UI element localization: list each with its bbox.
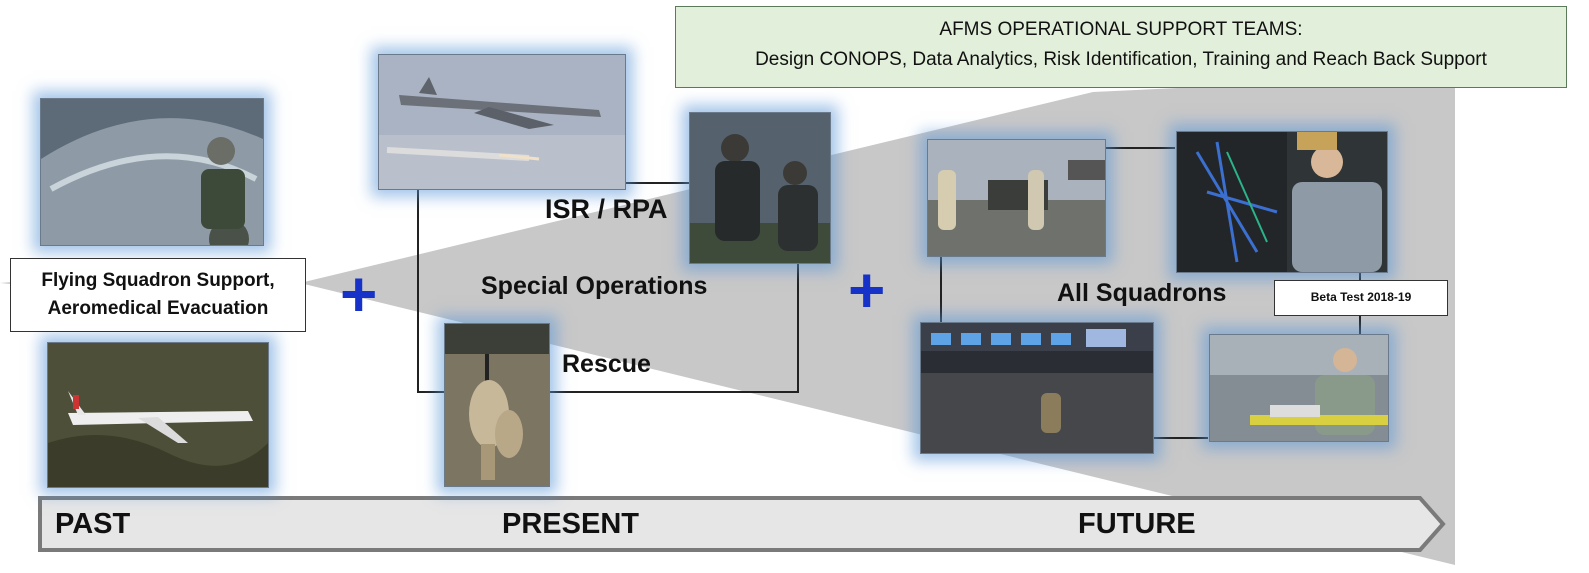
special-operations-label: Special Operations [481, 272, 708, 300]
future-connectors [940, 147, 1361, 439]
plus-sign-2: + [848, 254, 886, 326]
flying-squadron-box: Flying Squadron Support, Aeromedical Eva… [10, 258, 306, 332]
aeromedical-aircraft-photo [47, 342, 269, 488]
rescue-photo [444, 323, 550, 487]
rescue-label: Rescue [562, 350, 651, 378]
expansion-cone [300, 75, 1455, 565]
header-subtitle: Design CONOPS, Data Analytics, Risk Iden… [755, 49, 1487, 70]
timeline-arrow-shape [38, 496, 1446, 552]
timeline-past-label: PAST [55, 508, 131, 540]
operational-support-header: AFMS OPERATIONAL SUPPORT TEAMS: Design C… [675, 6, 1567, 88]
isr-rpa-label: ISR / RPA [545, 194, 668, 224]
all-squadrons-label: All Squadrons [1057, 279, 1227, 307]
network-technician-photo [1176, 131, 1388, 273]
timeline-future-label: FUTURE [1078, 508, 1196, 540]
special-operations-photo [689, 112, 831, 264]
operations-center-photo [920, 322, 1154, 454]
ground-crew-photo [927, 139, 1106, 257]
header-title: AFMS OPERATIONAL SUPPORT TEAMS: [939, 19, 1303, 40]
flying-box-line2: Aeromedical Evacuation [47, 298, 269, 319]
rpa-drone-photo [378, 54, 626, 190]
pilot-cockpit-photo [40, 98, 264, 246]
present-connectors [417, 182, 799, 393]
beta-test-box: Beta Test 2018-19 [1274, 280, 1448, 316]
flying-box-line1: Flying Squadron Support, [41, 270, 275, 291]
plus-sign-1: + [340, 258, 378, 330]
analyst-headset-photo [1209, 334, 1389, 442]
timeline-present-label: PRESENT [502, 508, 639, 540]
